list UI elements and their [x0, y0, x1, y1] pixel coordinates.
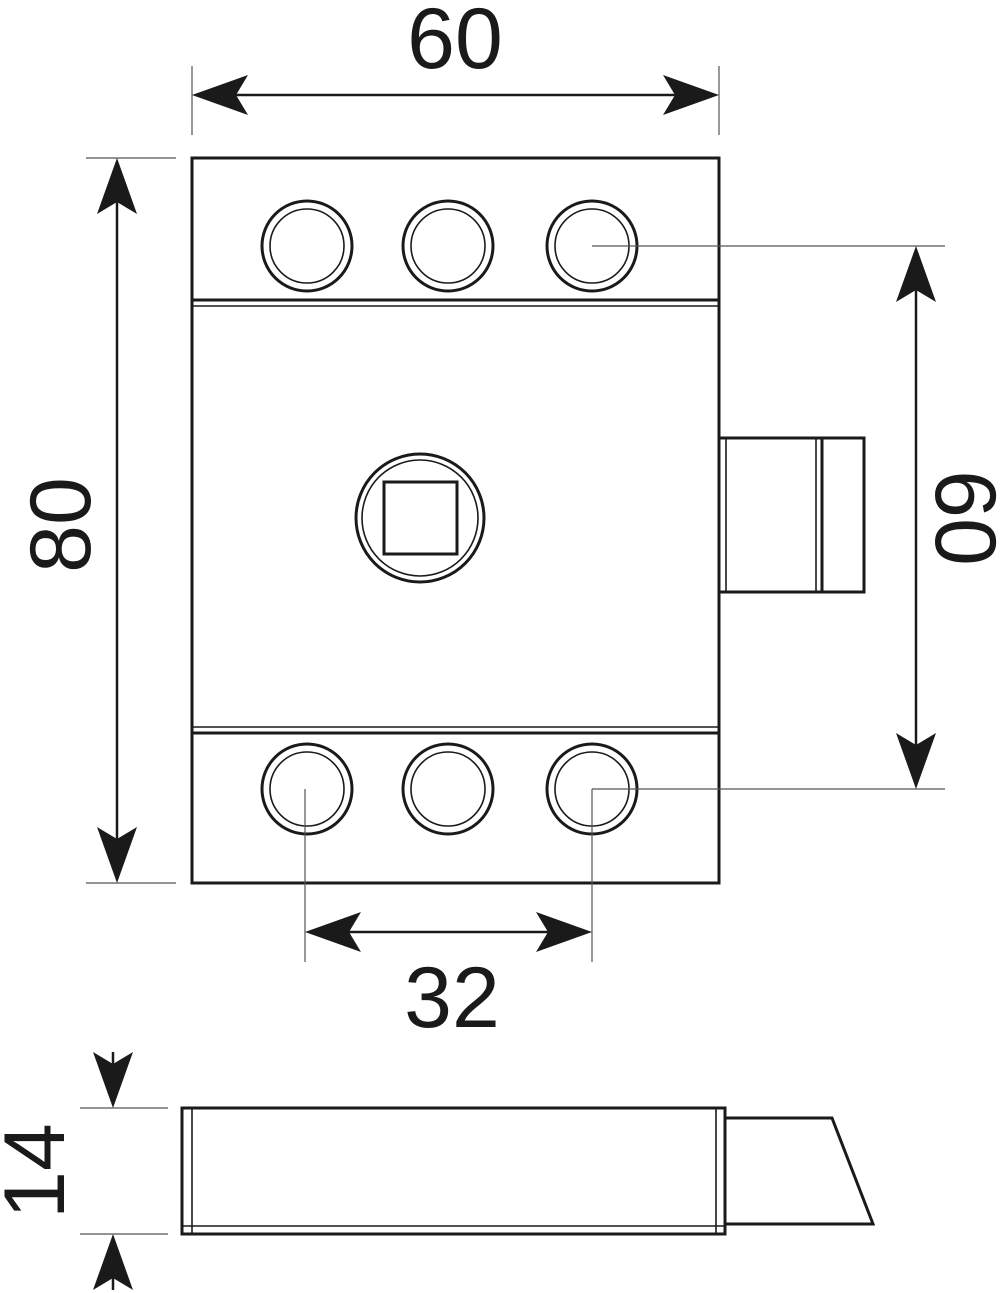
dimension-label-thickness: 14 — [0, 1123, 83, 1219]
latch-bolt — [717, 436, 866, 594]
dimension-overall-height: 80 — [13, 157, 176, 884]
dimension-hole-spacing-horizontal: 32 — [304, 789, 592, 1046]
screw-hole — [260, 199, 354, 293]
screw-hole — [401, 199, 495, 293]
side-view — [180, 1106, 876, 1236]
screw-hole — [401, 742, 495, 836]
side-body-outline — [180, 1106, 727, 1236]
spindle-boss — [354, 452, 486, 584]
front-view — [190, 156, 866, 885]
dimension-label-hole-spacing-vertical: 60 — [917, 470, 1000, 566]
bottom-screw-holes — [260, 742, 639, 836]
side-latch-bolt — [725, 1116, 876, 1226]
dimension-hole-spacing-vertical: 60 — [591, 245, 1000, 962]
dimension-thickness: 14 — [0, 1052, 168, 1290]
square-spindle-hole — [382, 480, 459, 556]
dimension-label-overall-height: 80 — [13, 477, 109, 573]
dimension-label-top-width: 60 — [407, 0, 503, 87]
screw-hole — [260, 742, 354, 836]
top-screw-holes — [260, 199, 639, 293]
dimension-top-width: 60 — [191, 0, 720, 135]
dimension-label-hole-spacing-horizontal: 32 — [404, 950, 500, 1046]
